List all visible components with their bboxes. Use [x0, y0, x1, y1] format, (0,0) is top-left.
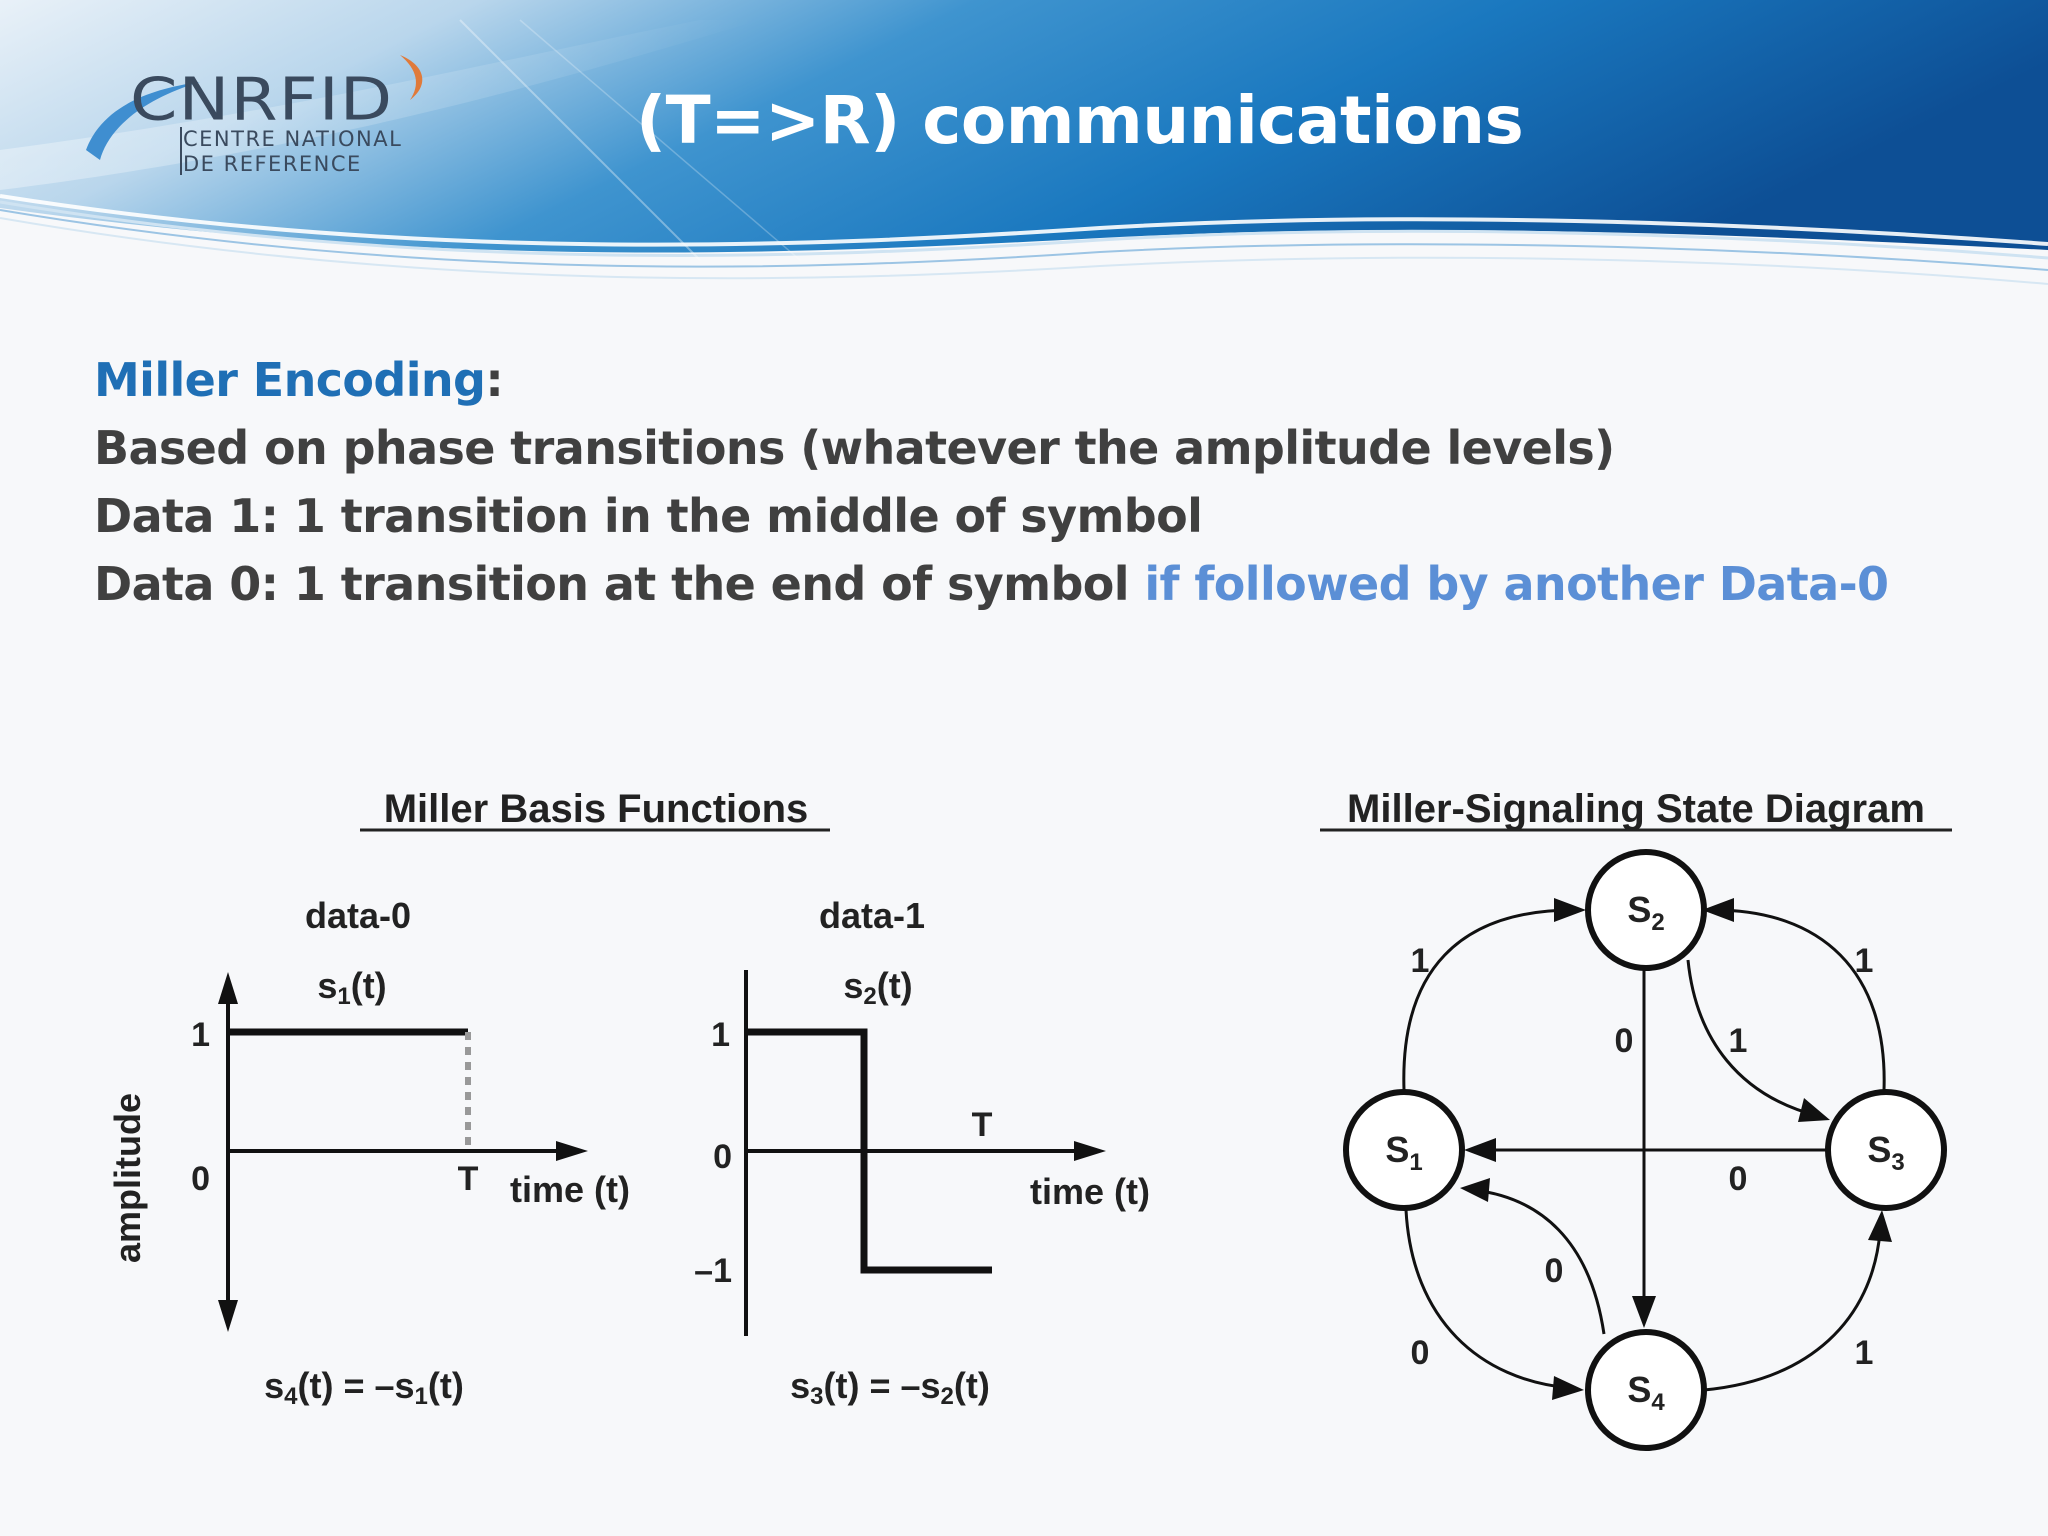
edge-s1-s4	[1404, 1209, 1571, 1390]
state-s3-label: S3	[1867, 1129, 1904, 1176]
edge-s3-s1-arrow-icon	[1464, 1138, 1496, 1162]
edge-s1-s2	[1402, 908, 1575, 1091]
state-diagram-title: Miller-Signaling State Diagram	[1347, 787, 1925, 831]
data0-label: data-0	[305, 895, 411, 936]
state-s4: S4	[1585, 1329, 1707, 1451]
logo-accent-icon	[400, 55, 423, 100]
slide-title: (T=>R) communications	[636, 82, 1524, 159]
state-s2-label: S2	[1627, 889, 1664, 936]
body-line-1: Based on phase transitions (whatever the…	[94, 421, 1615, 475]
state-s1-label: S1	[1385, 1129, 1422, 1176]
state-s3: S3	[1825, 1089, 1947, 1211]
edge-label-s2-s4: 0	[1615, 1022, 1634, 1060]
data1-tick-0: 0	[713, 1138, 732, 1176]
logo-swoosh-icon	[86, 82, 200, 160]
heading-line: Miller Encoding:	[94, 346, 1888, 414]
logo-wordmark: CNRFID	[130, 66, 394, 134]
header-banner	[0, 0, 2048, 285]
data0-function: s1(t)	[317, 965, 386, 1010]
body-line-2: Data 1: 1 transition in the middle of sy…	[94, 489, 1203, 543]
data0-tick-1: 1	[191, 1016, 210, 1054]
state-s2: S2	[1585, 849, 1707, 971]
edge-s3-s2	[1713, 908, 1886, 1091]
data1-x-arrow-icon	[1074, 1141, 1106, 1161]
data0-time-label: time (t)	[510, 1169, 630, 1210]
basis-functions: Miller Basis Functions amplitude data-0 …	[107, 787, 1150, 1410]
plot-data0: data-0 s1(t) 1 0 T time (t) s4(t) = –s1(…	[191, 895, 630, 1410]
state-s1: S1	[1343, 1089, 1465, 1211]
data0-tick-0: 0	[191, 1160, 210, 1198]
data0-y-arrow-down-icon	[218, 1300, 238, 1332]
state-diagram: Miller-Signaling State Diagram 1 1 1	[1320, 787, 1952, 1451]
edge-s1-s2-arrow-icon	[1554, 898, 1586, 922]
edge-label-s4-s3: 1	[1855, 1334, 1874, 1372]
edge-label-s1-s4: 0	[1411, 1334, 1430, 1372]
data1-time-label: time (t)	[1030, 1171, 1150, 1212]
body-line-3: Data 0: 1 transition at the end of symbo…	[94, 550, 1889, 618]
data0-x-arrow-icon	[556, 1141, 588, 1161]
body-text: Miller Encoding: Based on phase transiti…	[94, 346, 1889, 618]
data1-tick-m1: –1	[694, 1252, 732, 1290]
data0-y-arrow-up-icon	[218, 972, 238, 1004]
state-s4-label: S4	[1627, 1369, 1665, 1416]
edge-s4-s3	[1703, 1231, 1882, 1392]
edge-s2-s4-arrow-icon	[1632, 1296, 1656, 1328]
data0-t-label: T	[458, 1160, 479, 1198]
plot-data1: data-1 s2(t) 1 0 –1 T time (t) s3(t) = –…	[694, 895, 1150, 1410]
amplitude-label: amplitude	[107, 1093, 148, 1263]
edge-s3-s2-arrow-icon	[1702, 898, 1734, 922]
edge-label-s3-s1: 0	[1729, 1160, 1748, 1198]
data1-footer: s3(t) = –s2(t)	[790, 1365, 990, 1410]
data0-footer: s4(t) = –s1(t)	[264, 1365, 464, 1410]
edge-s4-s1	[1473, 1188, 1606, 1335]
edge-label-s4-s1: 0	[1545, 1252, 1564, 1290]
body-line-3-highlight: if followed by another Data-0	[1144, 557, 1889, 611]
data1-tick-1: 1	[711, 1016, 730, 1054]
logo-subtitle-line1: CENTRE NATIONAL	[183, 127, 403, 151]
edge-s4-s3-arrow-icon	[1868, 1210, 1892, 1242]
data1-label: data-1	[819, 895, 925, 936]
edge-label-s2-s3: 1	[1729, 1022, 1748, 1060]
edge-s2-s3	[1686, 959, 1819, 1118]
heading: Miller Encoding	[94, 353, 486, 407]
data1-signal	[746, 1028, 992, 1274]
body-line-3-main: Data 0: 1 transition at the end of symbo…	[94, 557, 1130, 611]
edge-label-s1-s2: 1	[1411, 942, 1430, 980]
basis-title: Miller Basis Functions	[384, 787, 809, 831]
heading-colon: :	[485, 353, 504, 407]
edge-s4-s1-arrow-icon	[1460, 1178, 1490, 1202]
data1-t-label: T	[972, 1106, 993, 1144]
edge-s1-s4-arrow-icon	[1552, 1376, 1584, 1400]
edge-s2-s3-arrow-icon	[1798, 1098, 1830, 1122]
data1-function: s2(t)	[843, 965, 912, 1010]
edge-label-s3-s2: 1	[1855, 942, 1874, 980]
logo-divider	[180, 127, 182, 175]
logo-subtitle-line2: DE REFERENCE	[183, 152, 362, 176]
